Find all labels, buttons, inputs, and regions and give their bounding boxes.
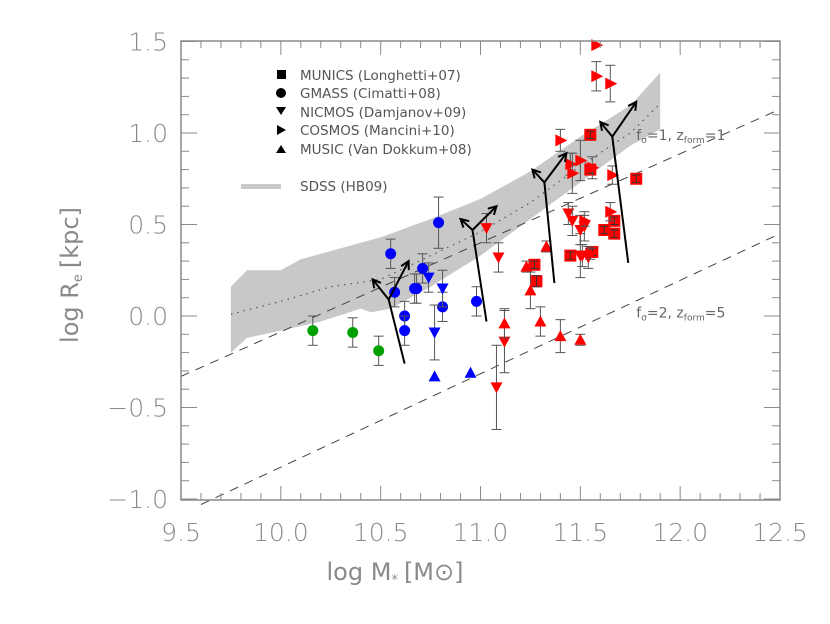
triangle-down-point bbox=[566, 215, 579, 227]
triangle-down-point bbox=[562, 208, 575, 220]
dashed-line bbox=[200, 233, 781, 505]
arrow-head-icon bbox=[557, 151, 568, 163]
legend-label: NICMOS (Damjanov+09) bbox=[300, 105, 466, 121]
arrow-head-icon bbox=[627, 100, 638, 111]
triangle-down-point bbox=[492, 252, 505, 264]
model-lines bbox=[180, 103, 781, 505]
dashed-line bbox=[180, 108, 781, 377]
tick-labels: 9.5 10.0 10.5 11.0 11.5 12.0 12.5 1.5 1.0 0.5 0.0 −… bbox=[107, 28, 808, 548]
circle-point bbox=[411, 283, 423, 295]
circle-point bbox=[347, 326, 359, 338]
triangle-down-point bbox=[490, 382, 503, 394]
line-annotation: fσ=2, zform=5 bbox=[636, 305, 725, 323]
y-tick-label: −0.5 bbox=[107, 394, 168, 423]
sdss-band bbox=[230, 72, 661, 353]
triangle-up-point bbox=[574, 333, 587, 345]
data-points bbox=[307, 39, 643, 430]
legend-label: MUNICS (Longhetti+07) bbox=[300, 68, 461, 84]
triangle-down-point bbox=[480, 223, 493, 235]
triangle-right-point bbox=[591, 70, 604, 83]
y-tick-label: −1.0 bbox=[107, 485, 168, 514]
evolution-arrow bbox=[471, 229, 488, 322]
circle-marker-icon bbox=[276, 88, 286, 98]
y-tick-label: 0.0 bbox=[128, 302, 168, 331]
triangle-right-point bbox=[607, 169, 620, 182]
x-tick-label: 12.5 bbox=[752, 518, 808, 547]
circle-point bbox=[385, 248, 397, 260]
triangle-right-point bbox=[587, 161, 600, 174]
triangle-down-point bbox=[422, 272, 435, 284]
y-axis-title: log Re[kpc] bbox=[56, 207, 86, 343]
triangle-down-marker-icon bbox=[276, 107, 286, 115]
x-tick-label: 11.5 bbox=[552, 518, 608, 547]
arrow-head-icon bbox=[487, 204, 498, 216]
square-marker-icon bbox=[277, 70, 286, 79]
triangle-right-point bbox=[579, 214, 592, 227]
triangle-up-point bbox=[464, 366, 477, 378]
y-tick-label: 1.0 bbox=[128, 119, 168, 148]
legend-label: SDSS (HB09) bbox=[300, 179, 388, 195]
triangle-up-point bbox=[554, 330, 567, 342]
triangle-up-point bbox=[520, 260, 533, 272]
sdss-band-area bbox=[230, 72, 661, 353]
arrow-head-icon bbox=[371, 277, 382, 289]
triangle-right-point bbox=[567, 167, 580, 180]
x-axis-title: log M*[M⊙] bbox=[327, 558, 464, 588]
circle-point bbox=[399, 325, 411, 337]
triangle-right-point bbox=[565, 158, 578, 171]
x-tick-label: 10.5 bbox=[353, 518, 409, 547]
triangle-right-marker-icon bbox=[277, 125, 286, 135]
triangle-up-marker-icon bbox=[276, 145, 286, 153]
triangle-right-point bbox=[575, 154, 588, 167]
x-tick-label: 10.0 bbox=[253, 518, 309, 547]
legend-label: GMASS (Cimatti+08) bbox=[300, 86, 441, 102]
circle-point bbox=[373, 345, 385, 357]
line-annotation: fσ=1, zform=1 bbox=[636, 128, 725, 146]
arrow-head-icon bbox=[400, 259, 410, 271]
evolution-arrow bbox=[543, 182, 556, 284]
triangle-up-point bbox=[540, 240, 553, 252]
circle-point bbox=[307, 325, 319, 337]
arrow-head-icon bbox=[458, 217, 470, 228]
triangle-down-point bbox=[436, 283, 449, 295]
legend-label: COSMOS (Mancini+10) bbox=[300, 123, 455, 139]
circle-point bbox=[471, 295, 483, 307]
legend-label: MUSIC (Van Dokkum+08) bbox=[300, 142, 472, 158]
triangle-up-point bbox=[428, 370, 441, 382]
arrow-head-icon bbox=[530, 168, 542, 179]
y-tick-label: 0.5 bbox=[128, 211, 168, 240]
legend: MUNICS (Longhetti+07) GMASS (Cimatti+08)… bbox=[241, 68, 472, 195]
circle-point bbox=[433, 217, 445, 229]
x-tick-label: 9.5 bbox=[161, 518, 201, 547]
evolution-arrow bbox=[611, 136, 630, 264]
circle-point bbox=[417, 262, 429, 274]
triangle-up-point bbox=[524, 284, 537, 296]
triangle-up-point bbox=[534, 315, 547, 327]
triangle-right-point bbox=[605, 77, 618, 90]
arrow-head-icon bbox=[598, 120, 610, 132]
x-tick-label: 12.0 bbox=[652, 518, 708, 547]
band-swatch-icon bbox=[241, 184, 281, 189]
x-tick-label: 11.0 bbox=[453, 518, 509, 547]
triangle-right-point bbox=[555, 134, 568, 147]
triangle-down-point bbox=[498, 336, 511, 348]
triangle-right-point bbox=[605, 205, 618, 218]
evolution-arrow bbox=[387, 299, 406, 364]
line-annotations: fσ=1, zform=1 fσ=2, zform=5 bbox=[636, 128, 725, 324]
triangle-right-point bbox=[591, 39, 604, 52]
y-tick-label: 1.5 bbox=[128, 28, 168, 57]
triangle-down-point bbox=[428, 327, 441, 339]
evolution-arrows bbox=[371, 100, 638, 364]
triangle-right-point bbox=[585, 247, 598, 260]
triangle-up-point bbox=[498, 317, 511, 329]
axes-frame bbox=[180, 40, 781, 501]
